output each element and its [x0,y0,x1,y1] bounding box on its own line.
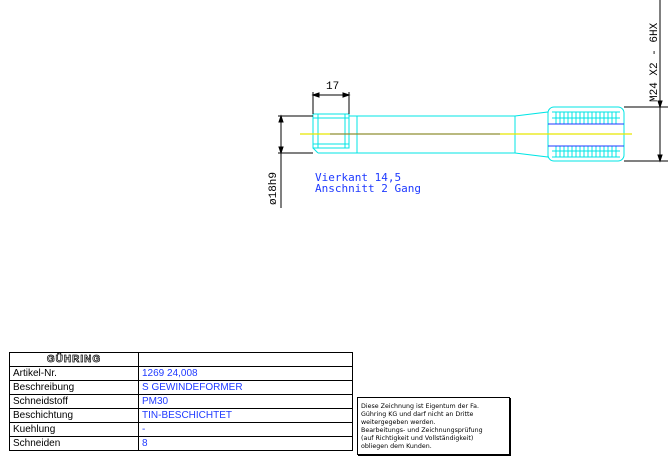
dimension-thread-label: M24 X2 - 6HX [649,22,661,102]
square-end [312,113,350,149]
ownership-notice: Diese Zeichnung ist Eigentum der Fa. Güh… [357,397,510,455]
note-chamfer: Anschnitt 2 Gang [315,182,421,195]
row-label-article: Artikel-Nr. [9,366,139,381]
row-label-cooling: Kuehlung [9,422,139,437]
tool-outline [312,111,549,158]
row-label-description: Beschreibung [9,380,139,395]
notice-line: Gühring KG und darf nicht an Dritte [361,411,474,418]
dimension-diameter-label: ø18h9 [268,172,280,205]
logo-spacer [138,352,353,367]
row-value-description: S GEWINDEFORMER [138,380,353,395]
notice-line: obliegen dem Kunden. [361,443,432,450]
notice-line: weitergegeben werden. [361,419,436,426]
title-block-row: Schneidstoff PM30 [9,394,353,409]
title-block-row: Beschreibung S GEWINDEFORMER [9,380,353,395]
row-label-coating: Beschichtung [9,408,139,423]
notice-line: Bearbeitungs- und Zeichnungsprüfung [361,427,483,434]
dimension-thread [624,0,668,163]
row-value-material: PM30 [138,394,353,409]
dimension-diameter [278,114,313,208]
notice-line: (auf Richtigkeit und Vollständigkeit) [361,435,474,442]
company-logo: GÜHRING [9,352,139,367]
notice-line: Diese Zeichnung ist Eigentum der Fa. [361,403,480,410]
dimension-17 [311,92,351,114]
title-block-logo-row: GÜHRING [9,352,353,367]
note-square: Vierkant 14,5 [315,171,401,184]
row-value-edges: 8 [138,436,353,451]
title-block-row: Beschichtung TIN-BESCHICHTET [9,408,353,423]
row-label-edges: Schneiden [9,436,139,451]
title-block-row: Schneiden 8 [9,436,353,451]
dimension-17-label: 17 [326,81,339,93]
title-block: GÜHRING Artikel-Nr. 1269 24,008 Beschrei… [9,352,353,451]
row-value-cooling: - [138,422,353,437]
row-value-article: 1269 24,008 [138,366,353,381]
row-label-material: Schneidstoff [9,394,139,409]
title-block-row: Kuehlung - [9,422,353,437]
row-value-coating: TIN-BESCHICHTET [138,408,353,423]
thread-teeth [555,112,617,157]
title-block-row: Artikel-Nr. 1269 24,008 [9,366,353,381]
